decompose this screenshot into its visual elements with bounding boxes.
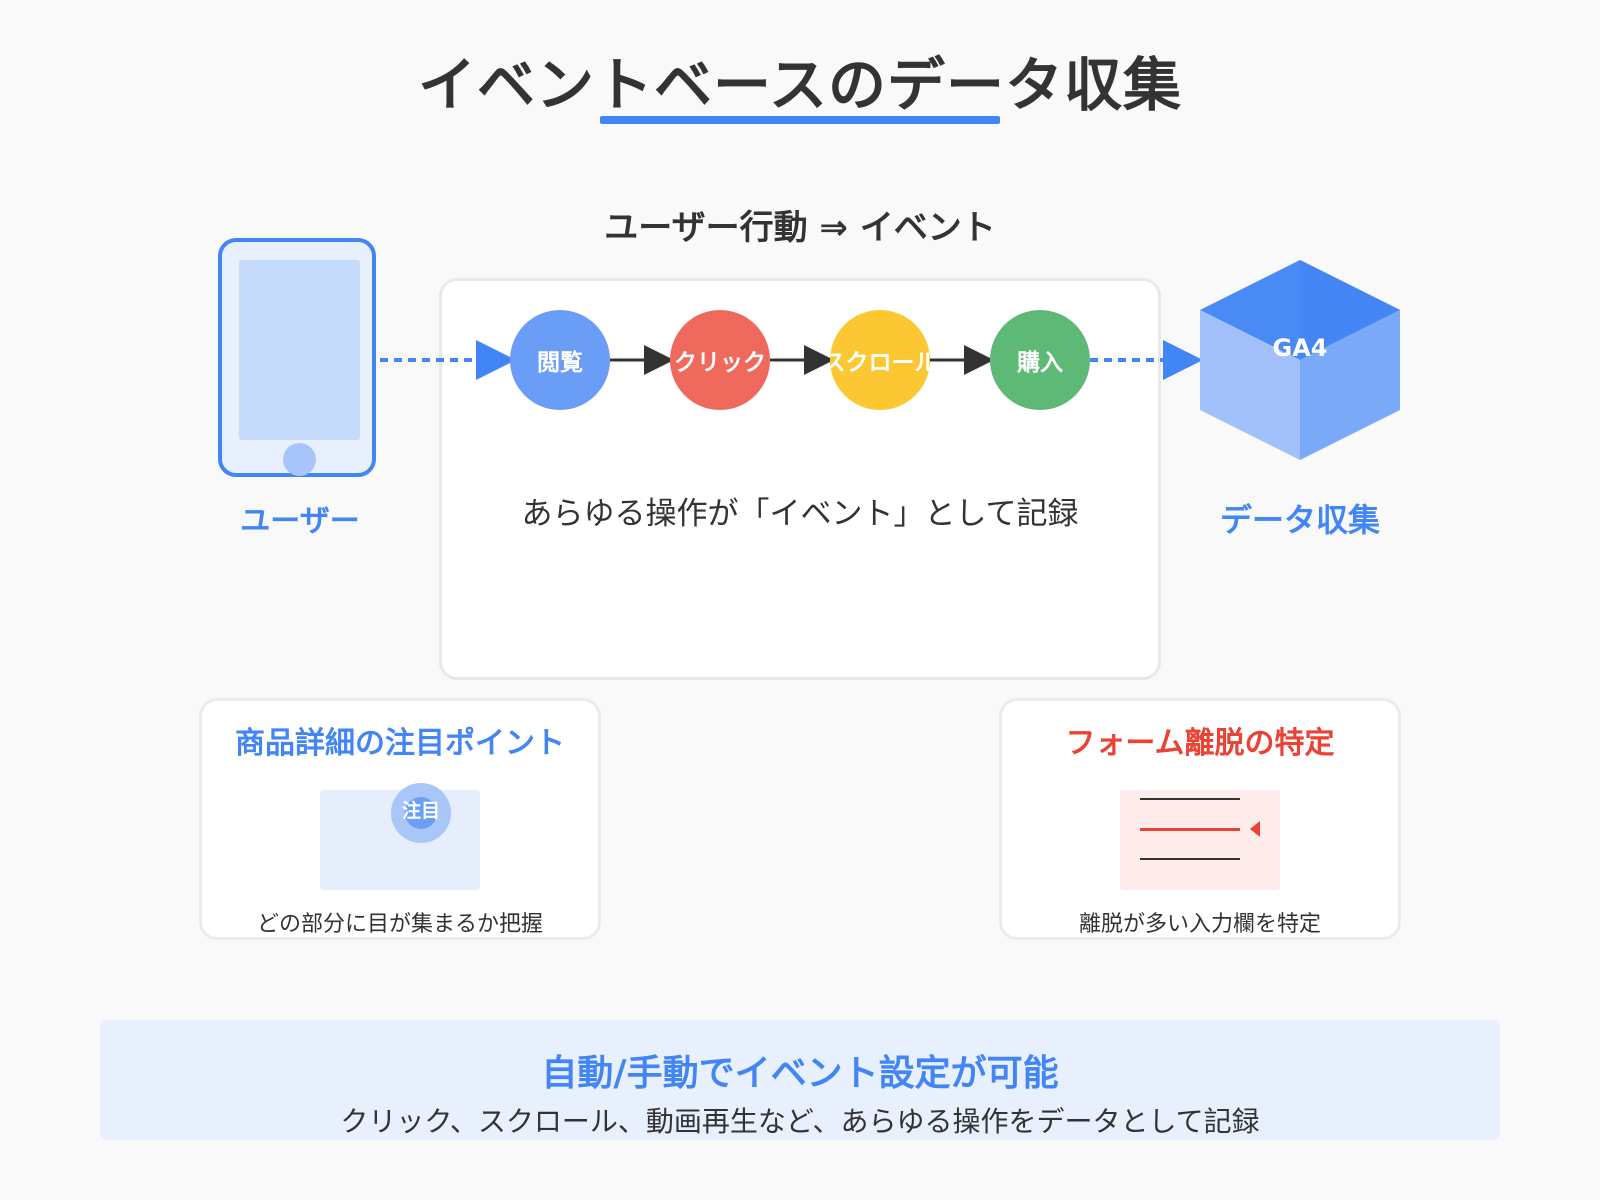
event-purchase: 購入 <box>990 310 1090 410</box>
flow-heading: ユーザー行動 ⇒ イベント <box>604 208 996 248</box>
event-scroll-label: スクロール <box>830 350 930 376</box>
event-scroll: スクロール <box>830 310 930 410</box>
form-placeholder <box>1120 790 1280 890</box>
dropoff-field-line <box>1140 828 1240 831</box>
event-view-label: 閲覧 <box>537 350 583 376</box>
banner-description: クリック、スクロール、動画再生など、あらゆる操作をデータとして記録 <box>340 1105 1260 1138</box>
page-title: イベントベースのデータ収集 <box>417 51 1183 119</box>
form-field-line <box>1140 858 1240 860</box>
ga4-label: GA4 <box>1272 334 1328 362</box>
form-field-line <box>1140 798 1240 800</box>
smartphone-screen <box>239 260 360 440</box>
cube-icon <box>1200 260 1400 460</box>
focus-highlight-dot <box>405 797 437 829</box>
form-dropoff-title: フォーム離脱の特定 <box>1065 726 1335 761</box>
form-dropoff-description: 離脱が多い入力欄を特定 <box>1078 912 1321 937</box>
dropoff-pointer-icon <box>1250 821 1260 837</box>
product-focus-description: どの部分に目が集まるか把握 <box>256 912 543 937</box>
product-focus-title: 商品詳細の注目ポイント <box>235 726 565 761</box>
banner-title: 自動/手動でイベント設定が可能 <box>541 1053 1059 1094</box>
event-view: 閲覧 <box>510 310 610 410</box>
event-click-label: クリック <box>674 350 766 376</box>
smartphone-home-button <box>283 443 316 476</box>
title-underline <box>600 116 1000 124</box>
event-click: クリック <box>670 310 770 410</box>
info-banner <box>100 1020 1500 1140</box>
focus-badge: 注目 <box>401 800 440 822</box>
event-purchase-label: 購入 <box>1017 350 1063 376</box>
user-label: ユーザー <box>240 504 360 539</box>
flow-caption: あらゆる操作が「イベント」として記録 <box>521 496 1079 532</box>
data-collection-label: データ収集 <box>1219 501 1380 539</box>
